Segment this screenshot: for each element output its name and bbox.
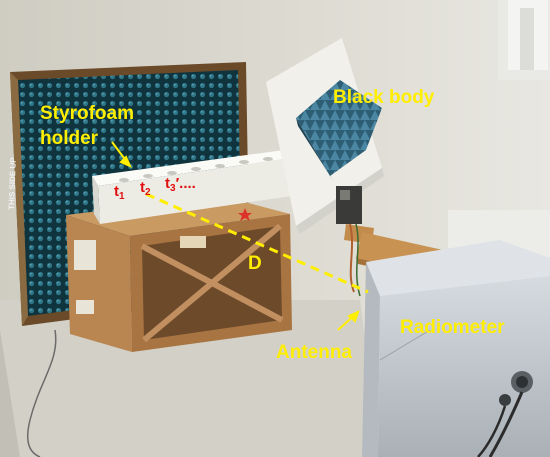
radiometer-top — [366, 240, 550, 296]
label-t1: t1 — [114, 183, 125, 202]
cardboard-box-front — [66, 215, 132, 352]
label-antenna: Antenna — [276, 342, 352, 363]
label-t3: t3′.... — [165, 175, 196, 194]
label-t2: t2 — [140, 179, 151, 198]
label-radiometer: Radiometer — [400, 317, 505, 338]
pointer-arrows — [111, 141, 360, 331]
svg-text:THIS SIDE UP: THIS SIDE UP — [7, 157, 18, 210]
label-holder: holder — [40, 128, 99, 149]
label-distance: D — [248, 253, 262, 274]
styrofoam-holder-top — [92, 150, 290, 186]
radiometer-body — [362, 262, 380, 457]
blackbody-absorber — [296, 80, 382, 176]
label-ellipsis: ′.... — [175, 175, 196, 192]
styrofoam-holder-front — [98, 158, 292, 224]
holder-slots — [119, 157, 273, 182]
cable — [27, 329, 57, 457]
label-styrofoam: Styrofoam — [40, 103, 134, 124]
distance-line — [145, 192, 369, 294]
label-black-body: Black body — [333, 87, 435, 108]
marker-star — [238, 208, 252, 221]
cardboard-box-top — [66, 196, 290, 236]
